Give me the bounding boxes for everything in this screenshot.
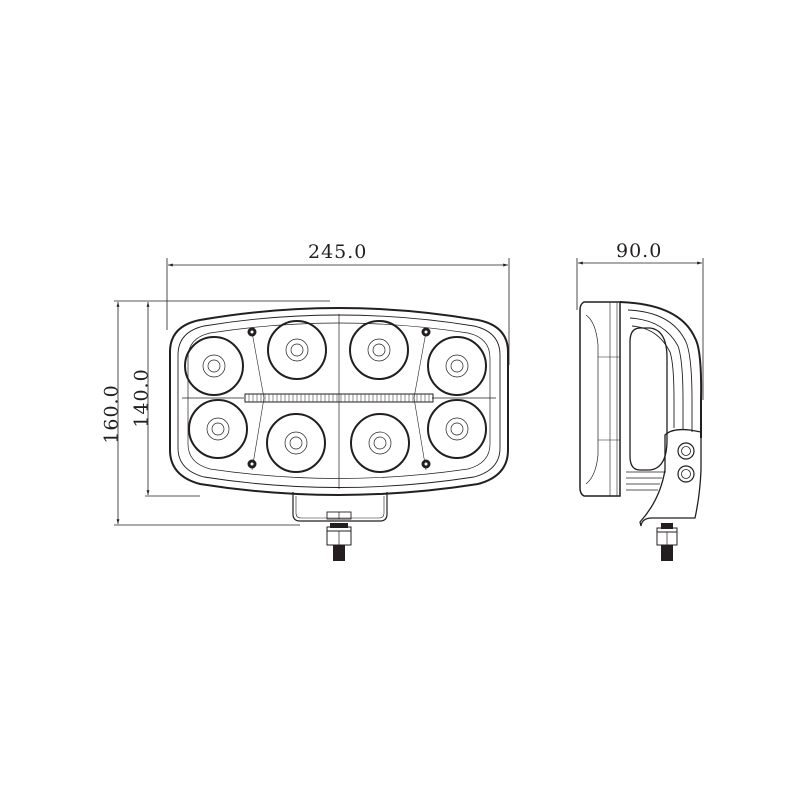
led-reflector xyxy=(188,399,248,459)
dimension-height-140 xyxy=(145,301,200,497)
led-reflector xyxy=(349,320,409,380)
dimension-width-245 xyxy=(166,258,510,365)
led-reflector xyxy=(427,336,487,396)
mount-bracket xyxy=(292,492,388,522)
led-reflector xyxy=(267,320,327,380)
led-strip xyxy=(244,393,434,403)
dim-label-width: 245.0 xyxy=(308,241,368,263)
led-reflector xyxy=(266,413,326,473)
dimension-height-160 xyxy=(114,300,330,526)
dimension-depth-90 xyxy=(576,258,704,400)
dim-label-depth: 90.0 xyxy=(616,240,663,262)
led-reflector xyxy=(427,399,487,459)
side-view xyxy=(579,301,703,561)
led-reflector xyxy=(184,336,244,396)
led-reflector xyxy=(350,413,410,473)
housing-outline xyxy=(169,307,509,496)
dim-label-overall-height: 160.0 xyxy=(100,384,123,444)
front-view xyxy=(169,307,509,561)
dim-label-body-height: 140.0 xyxy=(130,368,153,428)
